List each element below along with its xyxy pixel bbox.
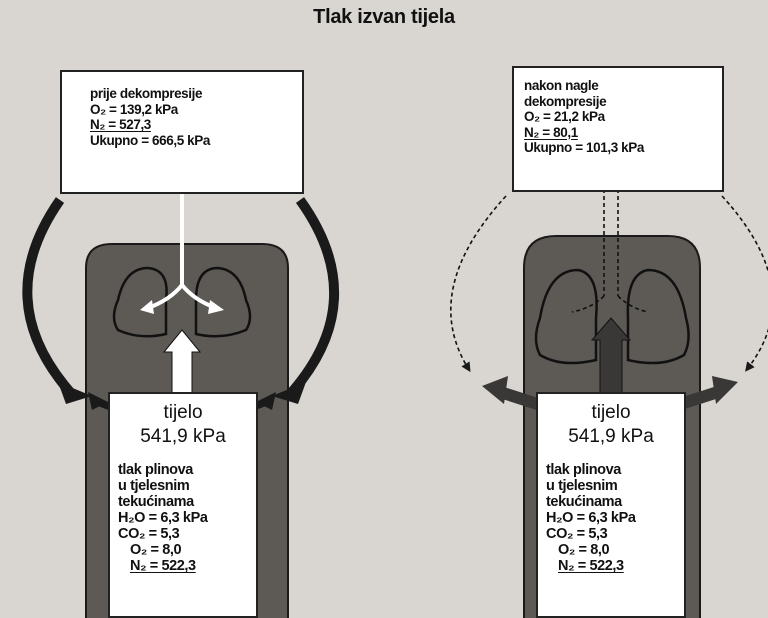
right-outside-n2: N₂ = 80,1 [524, 125, 644, 141]
left-fluids-text: tlak plinova u tjelesnim tekućinama H₂O … [118, 462, 208, 574]
left-outside-o2: O₂ = 139,2 kPa [90, 102, 210, 118]
left-fluids-n2: N₂ = 522,3 [118, 558, 208, 574]
right-dashed-arc-left [451, 196, 506, 368]
right-outside-pressure-text: nakon nagle dekompresije O₂ = 21,2 kPa N… [524, 78, 644, 156]
left-fluids-caption-2: u tjelesnim [118, 478, 208, 494]
left-fluids-caption-1: tlak plinova [118, 462, 208, 478]
left-outside-total: Ukupno = 666,5 kPa [90, 133, 210, 149]
left-body-pressure: 541,9 kPa [108, 426, 258, 448]
right-body-pressure: 541,9 kPa [536, 426, 686, 448]
right-fluids-caption-1: tlak plinova [546, 462, 636, 478]
right-fluids-caption-2: u tjelesnim [546, 478, 636, 494]
right-fluids-o2: O₂ = 8,0 [546, 542, 636, 558]
left-body-label: tijelo [108, 402, 258, 424]
right-outside-total: Ukupno = 101,3 kPa [524, 140, 644, 156]
left-fluids-o2: O₂ = 8,0 [118, 542, 208, 558]
right-outside-o2: O₂ = 21,2 kPa [524, 109, 644, 125]
left-outside-n2: N₂ = 527,3 [90, 117, 210, 133]
left-arrow-outer-right [292, 200, 334, 392]
right-dashed-arc-right [722, 196, 768, 368]
right-outside-caption-1: nakon nagle [524, 78, 644, 94]
left-arrow-outer-left [27, 200, 70, 392]
right-fluids-text: tlak plinova u tjelesnim tekućinama H₂O … [546, 462, 636, 574]
right-outside-caption-2: dekompresije [524, 94, 644, 110]
right-fluids-caption-3: tekućinama [546, 494, 636, 510]
right-fluids-co2: CO₂ = 5,3 [546, 526, 636, 542]
left-outside-caption: prije dekompresije [90, 86, 210, 102]
left-fluids-co2: CO₂ = 5,3 [118, 526, 208, 542]
right-fluids-n2: N₂ = 522,3 [546, 558, 636, 574]
right-fluids-h2o: H₂O = 6,3 kPa [546, 510, 636, 526]
left-outside-pressure-text: prije dekompresije O₂ = 139,2 kPa N₂ = 5… [90, 86, 210, 148]
left-fluids-caption-3: tekućinama [118, 494, 208, 510]
right-body-label: tijelo [536, 402, 686, 424]
left-fluids-h2o: H₂O = 6,3 kPa [118, 510, 208, 526]
